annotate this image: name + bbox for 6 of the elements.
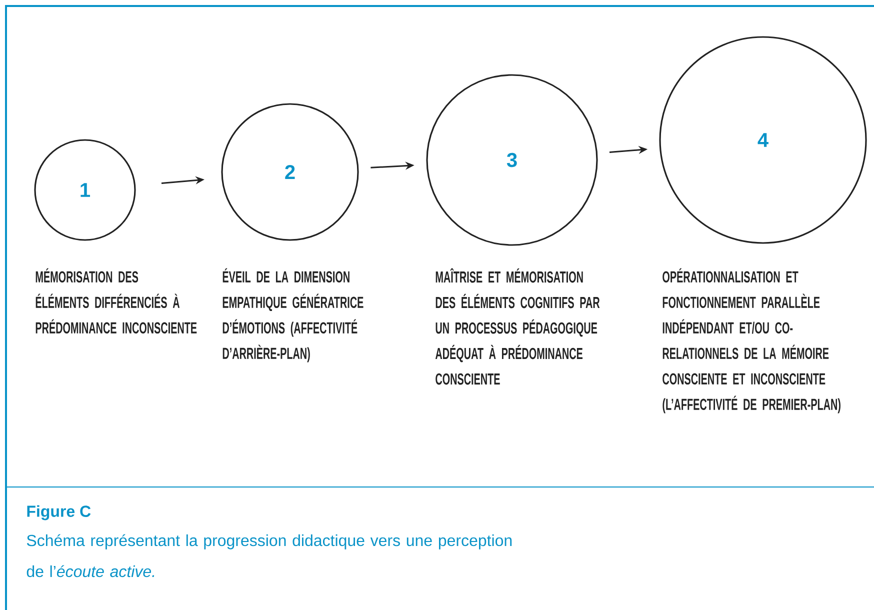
figure-title: Figure C	[27, 505, 91, 520]
stage-description: ÉVEIL DE LA DIMENSION EMPATHIQUE GÉNÉRATRICE D’ÉMOTIONS (AFFECTIVITÉ D’ARRIÈRE-PLAN)	[222, 268, 364, 362]
stage-description: MAÎTRISE ET MÉMORISATION DES ÉLÉMENTS COGNITIFS PAR UN PROCESSUS PÉDAGOGIQUE ADÉQUAT À PRÉDOMINANCE CONSCIENTE	[435, 268, 600, 385]
figure-caption: Schéma représentant la progression didactique vers une perception de l’écoute active.	[26, 534, 512, 578]
stage-description: MÉMORISATION DES ÉLÉMENTS DIFFÉRENCIÉS À PRÉDOMINANCE INCONSCIENTE	[36, 268, 197, 334]
stage-description: OPÉRATIONNALISATION ET FONCTIONNEMENT PARALLÈLE INDÉPENDANT ET/OU CO-RELATIONNELS DE LA MÉMOIRE CONSCIENTE ET INCONSCIENTE (L’AFFECTIVITÉ DE PREMIER-PLAN)	[662, 268, 840, 414]
